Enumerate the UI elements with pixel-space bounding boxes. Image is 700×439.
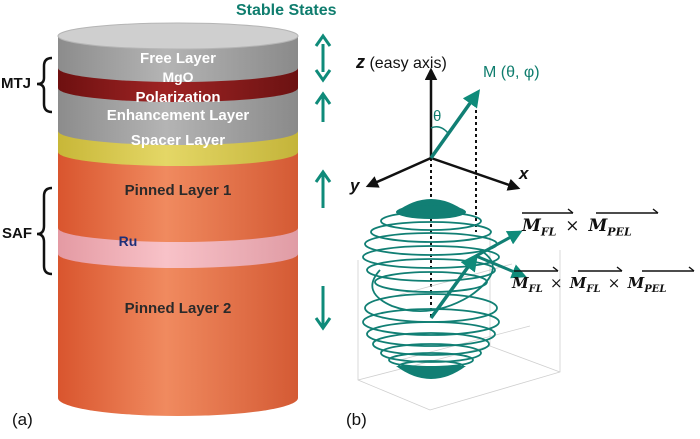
precession-trajectory <box>362 211 500 372</box>
lower-magnetization-vector <box>429 253 479 320</box>
x-axis-label: x <box>519 164 529 183</box>
magnetization-label: M (θ, φ) <box>483 64 540 81</box>
magnetization-vector <box>429 89 481 160</box>
pinned-layer-2 <box>58 254 298 416</box>
y-axis-label: y <box>350 176 360 195</box>
y-axis <box>365 156 432 188</box>
theta-arc <box>430 126 449 134</box>
panel-b-label: (b) <box>346 410 367 429</box>
mtj-label: MTJ <box>1 75 31 92</box>
panel-a-label: (a) <box>12 410 33 429</box>
theta-label: θ <box>433 108 442 125</box>
z-axis-label: z (easy axis) <box>356 52 447 72</box>
vector-overbars <box>514 208 695 272</box>
saf-label: SAF <box>2 225 32 242</box>
bottom-cap <box>396 366 466 379</box>
up-arrow-icon <box>314 91 332 122</box>
mgo-label: MgO <box>162 69 194 85</box>
ru-label: Ru <box>118 233 138 249</box>
precession-term: MFL × MPEL <box>522 216 632 239</box>
damping-term: MFL × MFL × MPEL <box>512 274 667 295</box>
pinned-layer-1-label: Pinned Layer 1 <box>124 182 232 199</box>
pinned-layer-1 <box>58 152 298 242</box>
down-arrow-icon <box>314 286 332 331</box>
saf-bracket <box>36 186 53 276</box>
mtj-bracket <box>36 56 53 114</box>
stack-top-face <box>57 22 299 50</box>
precession-torque-vector <box>475 230 523 258</box>
damping-torque-vector <box>475 254 527 279</box>
free-layer-label: Free Layer <box>140 50 216 67</box>
layer-stack <box>57 22 299 416</box>
stable-states-title: Stable States <box>236 2 337 19</box>
pinned-layer-2-label: Pinned Layer 2 <box>124 300 232 317</box>
polarization-enhancement-layer <box>58 88 298 145</box>
x-axis <box>430 156 521 191</box>
double-arrow-icon <box>314 33 332 83</box>
pel-label-line2: Enhancement Layer <box>106 107 250 124</box>
up-arrow-icon <box>314 169 332 208</box>
pel-label-line1: Polarization <box>135 89 221 106</box>
spacer-label: Spacer Layer <box>130 132 226 149</box>
